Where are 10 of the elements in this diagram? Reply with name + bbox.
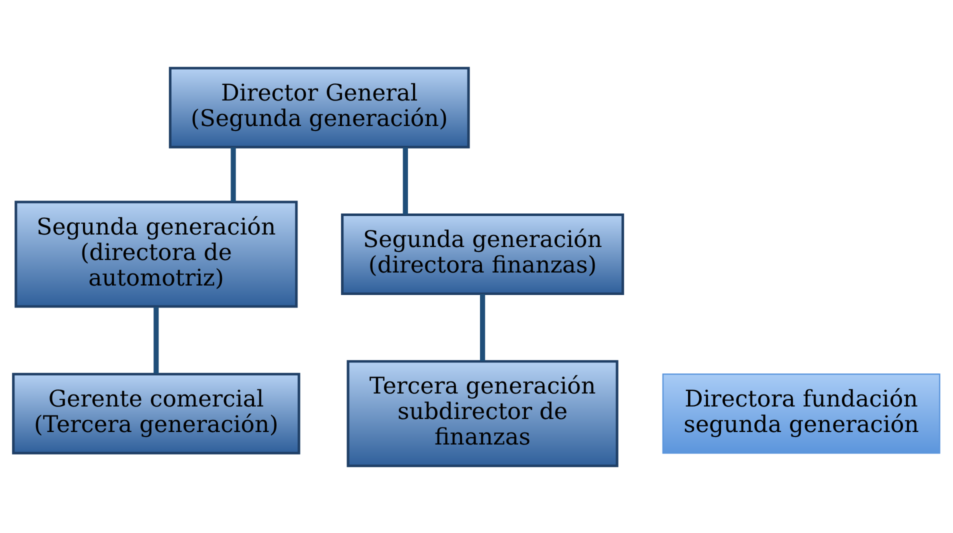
node-box: Gerente comercial (Tercera generación) [12, 372, 300, 454]
node-box: Segunda generación (directora de automotriz) [14, 200, 298, 308]
connector [402, 146, 408, 214]
connector [154, 306, 159, 374]
node-box: Segunda generación (directora finanzas) [341, 212, 624, 295]
node-box: Directora fundación segunda generación [662, 372, 940, 454]
connector [230, 146, 236, 202]
node-box: Director General (Segunda generación) [168, 66, 470, 148]
node-box: Tercera generación subdirector de finanzas [346, 360, 618, 467]
connector [480, 294, 486, 361]
